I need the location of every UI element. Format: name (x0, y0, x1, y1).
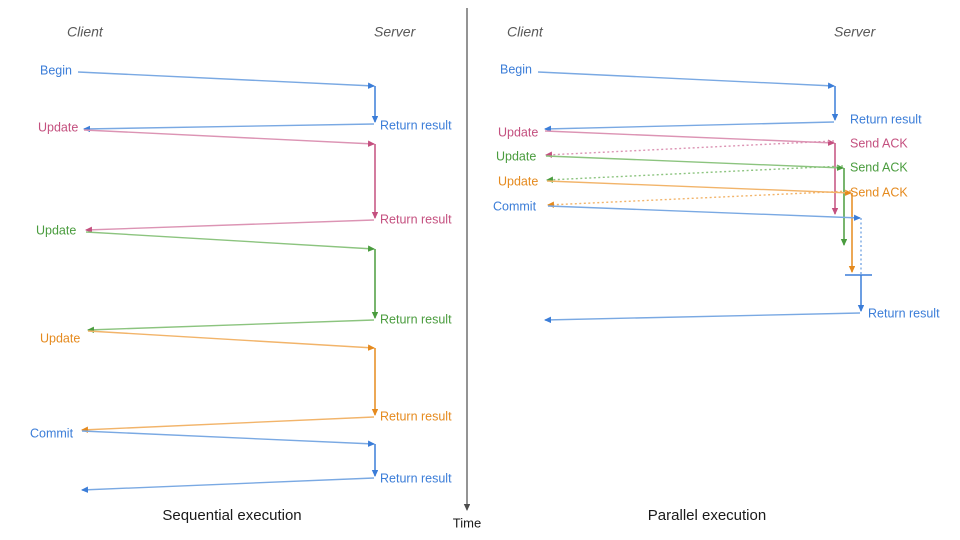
request-arrow (545, 155, 844, 171)
response-arrow (83, 123, 375, 133)
response-arrow (544, 312, 861, 324)
response-arrow (81, 416, 375, 433)
server-message-label: Return result (868, 306, 940, 320)
ack-arrow (546, 165, 844, 183)
request-arrow (81, 430, 375, 447)
time-axis-label: Time (453, 515, 481, 530)
server-message-label: Send ACK (850, 185, 908, 199)
client-message-label: Update (38, 120, 78, 134)
lane-title-client: Client (507, 24, 544, 40)
response-arrow (87, 319, 375, 333)
server-message-label: Return result (380, 409, 452, 423)
client-message-label: Update (498, 125, 538, 139)
client-message-label: Commit (30, 426, 74, 440)
client-message-label: Update (36, 223, 76, 237)
response-arrow (544, 121, 835, 133)
server-message-label: Return result (380, 471, 452, 485)
response-arrow (85, 219, 375, 233)
panel-caption: Sequential execution (162, 507, 301, 524)
server-message-label: Return result (380, 118, 452, 132)
lane-title-server: Server (374, 24, 417, 40)
client-message-label: Update (498, 174, 538, 188)
request-arrow (83, 129, 375, 147)
lane-title-server: Server (834, 24, 877, 40)
request-arrow (87, 330, 375, 351)
client-message-label: Update (496, 149, 536, 163)
panel-caption: Parallel execution (648, 507, 766, 524)
request-arrow (537, 71, 835, 89)
request-arrow (544, 130, 835, 146)
response-arrow (81, 477, 375, 493)
ack-arrow (547, 190, 852, 208)
server-message-label: Return result (380, 212, 452, 226)
server-message-label: Return result (850, 112, 922, 126)
lane-title-client: Client (67, 24, 104, 40)
client-message-label: Update (40, 331, 80, 345)
client-message-label: Commit (493, 199, 537, 213)
request-arrow (77, 71, 375, 89)
request-arrow (546, 180, 852, 196)
server-message-label: Return result (380, 312, 452, 326)
server-message-label: Send ACK (850, 160, 908, 174)
server-message-label: Send ACK (850, 136, 908, 150)
ack-arrow (545, 140, 835, 158)
client-message-label: Begin (40, 63, 72, 77)
client-message-label: Begin (500, 62, 532, 76)
request-arrow (547, 205, 861, 221)
request-arrow (85, 231, 375, 252)
